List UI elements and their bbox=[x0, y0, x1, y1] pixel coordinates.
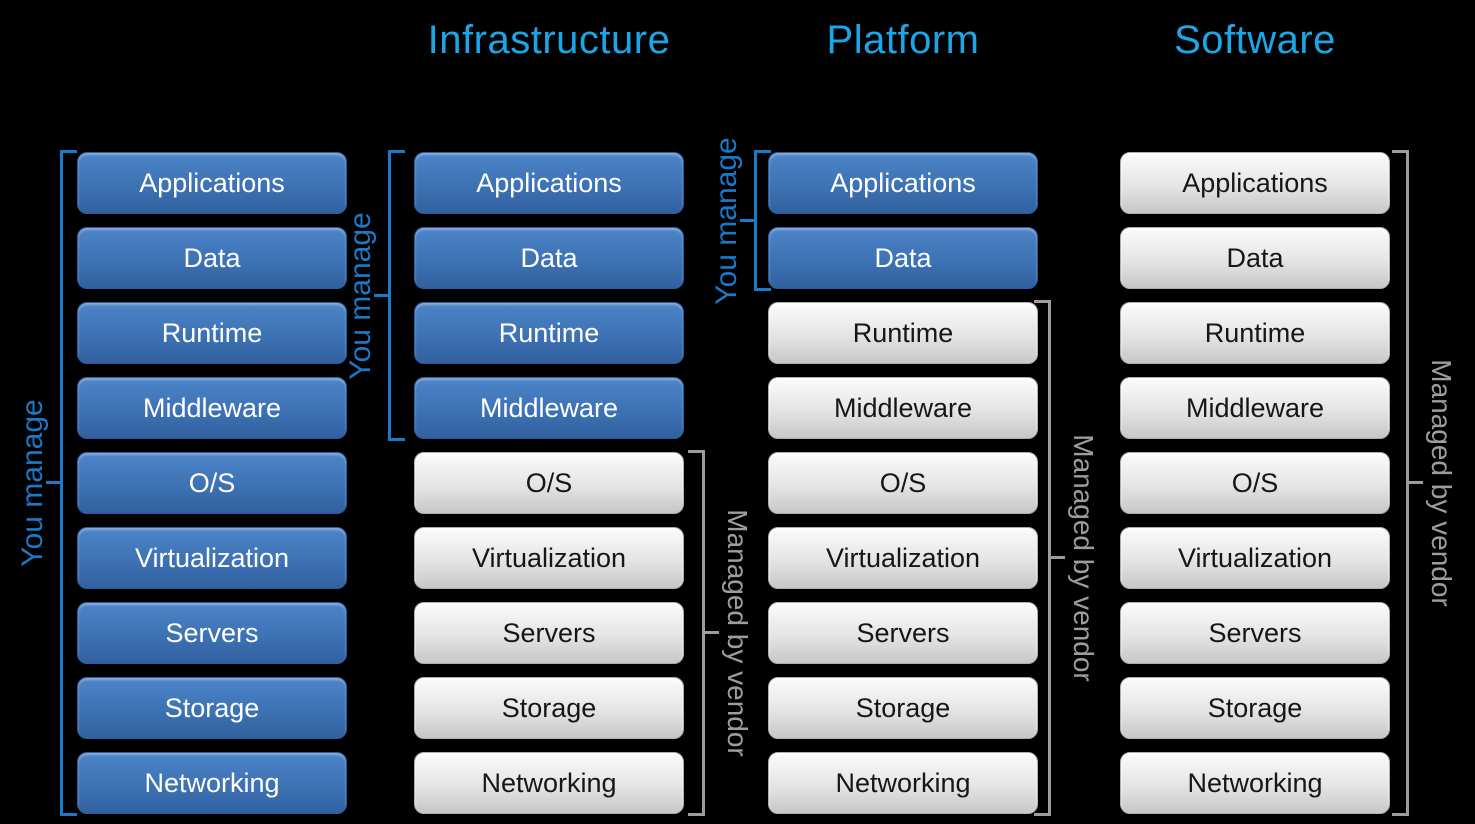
layer-middleware: Middleware bbox=[414, 377, 684, 439]
layer-storage: Storage bbox=[768, 677, 1038, 739]
label-you-manage-infrastructure: You manage bbox=[344, 212, 377, 380]
layer-networking: Networking bbox=[1120, 752, 1390, 814]
layer-middleware: Middleware bbox=[768, 377, 1038, 439]
layer-servers: Servers bbox=[414, 602, 684, 664]
layer-middleware: Middleware bbox=[1120, 377, 1390, 439]
layer-applications: Applications bbox=[1120, 152, 1390, 214]
layer-middleware: Middleware bbox=[77, 377, 347, 439]
layer-applications: Applications bbox=[414, 152, 684, 214]
bracket-you-manage-infrastructure bbox=[374, 150, 405, 441]
layer-servers: Servers bbox=[768, 602, 1038, 664]
layer-data: Data bbox=[1120, 227, 1390, 289]
layer-networking: Networking bbox=[414, 752, 684, 814]
header-platform: Platform bbox=[826, 18, 980, 62]
header-infrastructure: Infrastructure bbox=[427, 18, 671, 62]
layer-applications: Applications bbox=[768, 152, 1038, 214]
layer-networking: Networking bbox=[77, 752, 347, 814]
stack-infrastructure: Applications Data Runtime Middleware O/S… bbox=[414, 152, 684, 814]
layer-os: O/S bbox=[77, 452, 347, 514]
layer-os: O/S bbox=[414, 452, 684, 514]
layer-os: O/S bbox=[768, 452, 1038, 514]
layer-networking: Networking bbox=[768, 752, 1038, 814]
label-managed-by-vendor-platform: Managed by vendor bbox=[1068, 434, 1099, 682]
layer-virtualization: Virtualization bbox=[77, 527, 347, 589]
label-you-manage-on-premises: You manage bbox=[16, 399, 49, 567]
layer-data: Data bbox=[77, 227, 347, 289]
bracket-managed-by-vendor-software bbox=[1392, 150, 1423, 816]
stack-software: Applications Data Runtime Middleware O/S… bbox=[1120, 152, 1390, 814]
layer-runtime: Runtime bbox=[768, 302, 1038, 364]
layer-storage: Storage bbox=[77, 677, 347, 739]
stack-platform: Applications Data Runtime Middleware O/S… bbox=[768, 152, 1038, 814]
layer-applications: Applications bbox=[77, 152, 347, 214]
layer-data: Data bbox=[768, 227, 1038, 289]
label-you-manage-platform: You manage bbox=[710, 137, 743, 305]
bracket-managed-by-vendor-platform bbox=[1034, 300, 1065, 816]
stack-on-premises: Applications Data Runtime Middleware O/S… bbox=[77, 152, 347, 814]
label-managed-by-vendor-software: Managed by vendor bbox=[1426, 359, 1457, 607]
label-managed-by-vendor-infrastructure: Managed by vendor bbox=[722, 509, 753, 757]
layer-virtualization: Virtualization bbox=[414, 527, 684, 589]
bracket-managed-by-vendor-infrastructure bbox=[688, 450, 719, 816]
layer-runtime: Runtime bbox=[1120, 302, 1390, 364]
layer-virtualization: Virtualization bbox=[1120, 527, 1390, 589]
layer-runtime: Runtime bbox=[77, 302, 347, 364]
layer-virtualization: Virtualization bbox=[768, 527, 1038, 589]
header-software: Software bbox=[1174, 18, 1336, 62]
layer-data: Data bbox=[414, 227, 684, 289]
layer-servers: Servers bbox=[77, 602, 347, 664]
layer-storage: Storage bbox=[1120, 677, 1390, 739]
layer-storage: Storage bbox=[414, 677, 684, 739]
layer-servers: Servers bbox=[1120, 602, 1390, 664]
bracket-you-manage-platform bbox=[740, 150, 771, 291]
layer-os: O/S bbox=[1120, 452, 1390, 514]
layer-runtime: Runtime bbox=[414, 302, 684, 364]
bracket-you-manage-on-premises bbox=[46, 150, 77, 816]
